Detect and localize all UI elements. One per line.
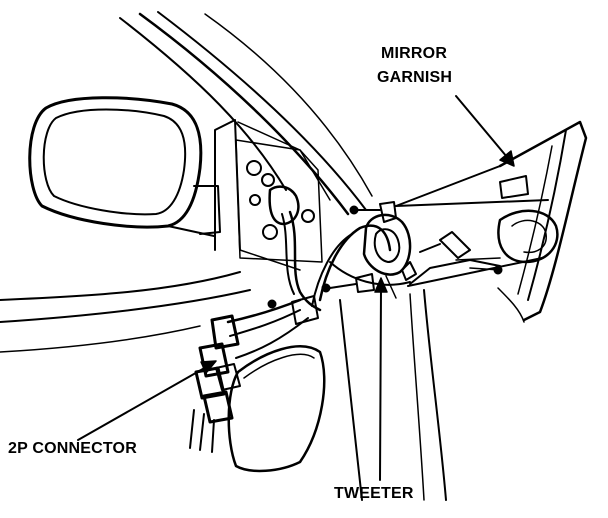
mirror-garnish-label-line1: MIRROR	[381, 45, 448, 62]
tweeter-speaker	[355, 201, 417, 299]
outside-mirror	[28, 96, 221, 237]
2p-connector-label: 2P CONNECTOR	[8, 440, 137, 457]
door-trim-panel	[227, 345, 326, 473]
tweeter-label: TWEETER	[334, 485, 414, 502]
lower-pillar	[329, 261, 447, 501]
leader-arrows	[77, 95, 515, 481]
mirror-garnish-label-line2: GARNISH	[377, 69, 453, 86]
door-frame	[0, 11, 373, 353]
mirror-garnish	[395, 120, 588, 323]
door-panel-holes	[235, 139, 323, 263]
wire-harness	[226, 210, 392, 359]
